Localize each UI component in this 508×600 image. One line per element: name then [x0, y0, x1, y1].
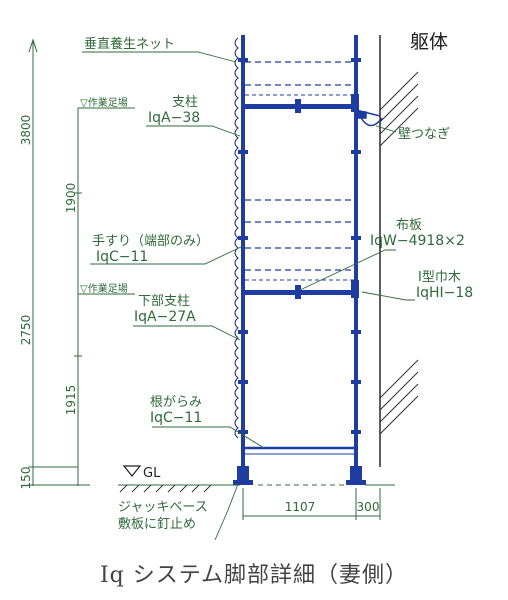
ground-brace — [245, 446, 354, 455]
label-ground-brace-code: IqC−11 — [150, 410, 202, 426]
outer-post — [237, 35, 249, 480]
wall-tie — [355, 109, 383, 127]
label-ibeam-code: IqHI−18 — [416, 285, 473, 301]
label-jack-base: ジャッキベース — [118, 500, 208, 515]
vertical-dimensions — [28, 38, 135, 486]
label-safety-net: 垂直養生ネット — [84, 36, 175, 52]
page-title: Iq システム脚部詳細（妻側） — [100, 563, 408, 588]
gl-label: GL — [143, 466, 161, 481]
handrails-dashed — [245, 61, 354, 271]
dim-3800: 3800 — [19, 115, 33, 146]
label-lower-post-name: 下部支柱 — [138, 294, 190, 309]
dim-300: 300 — [357, 500, 380, 514]
jack-bases — [233, 480, 366, 485]
dim-1107: 1107 — [285, 500, 316, 514]
label-post-code: IqA−38 — [148, 110, 200, 126]
inner-post — [350, 35, 362, 480]
callout-labels: 垂直養生ネット 支柱 IqA−38 壁つなぎ 布板 IqW−4918×2 手すり… — [84, 36, 473, 532]
work-floor-label-upper: ▽作業足場 — [80, 96, 128, 109]
safety-net — [234, 37, 239, 439]
dim-2750: 2750 — [19, 315, 33, 346]
horizontal-dimensions — [242, 488, 381, 520]
label-plank-name: 布板 — [396, 218, 422, 233]
label-ground-brace-name: 根がらみ — [150, 395, 202, 410]
label-base-plate: 敷板に釘止め — [118, 516, 196, 532]
label-plank-code: IqW−4918×2 — [370, 233, 465, 249]
dim-1915: 1915 — [64, 385, 78, 416]
post-connectors — [238, 58, 361, 434]
building-wall: 躯体 — [379, 31, 448, 467]
dim-150: 150 — [19, 467, 33, 490]
building-label: 躯体 — [410, 31, 448, 53]
ground-line: GL — [118, 465, 395, 493]
label-ibeam-name: I型巾木 — [418, 270, 461, 285]
label-wall-tie: 壁つなぎ — [398, 127, 450, 142]
label-handrail-name: 手すり（端部のみ） — [92, 234, 209, 249]
upper-deck — [245, 94, 359, 113]
label-post-name: 支柱 — [172, 95, 198, 110]
lower-deck — [245, 279, 359, 299]
dim-1900: 1900 — [64, 183, 78, 214]
dimension-labels: 3800 1900 2750 1915 150 — [19, 115, 78, 490]
label-handrail-code: IqC−11 — [96, 249, 148, 265]
label-lower-post-code: IqA−27A — [134, 309, 196, 325]
work-floor-label-lower: ▽作業足場 — [80, 282, 128, 295]
leader-lines — [82, 51, 415, 541]
